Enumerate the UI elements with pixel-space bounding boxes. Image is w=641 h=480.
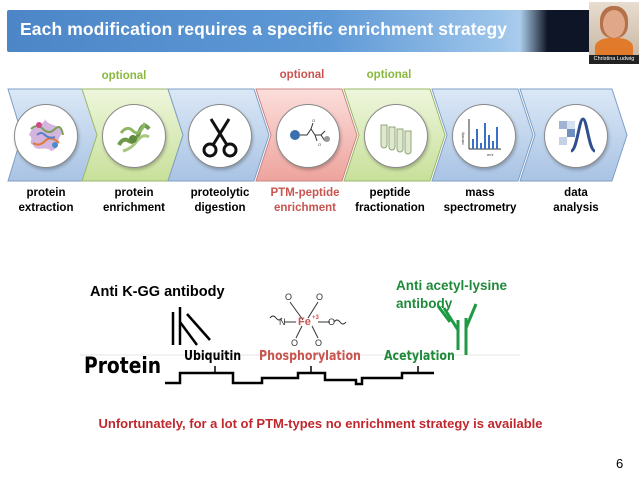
step-label-line1: protein xyxy=(26,187,66,199)
step-proteolytic-digestion: proteolytic digestion xyxy=(174,186,266,216)
webcam-name-label: Christina Ludwig xyxy=(589,55,639,64)
oxygen-label-5: O xyxy=(315,338,322,348)
protein-ribbon-icon xyxy=(102,104,166,168)
oxygen-label-4: O xyxy=(291,338,298,348)
step-peptide-fractionation: peptide fractionation xyxy=(344,186,436,216)
protein-structure-icon xyxy=(14,104,78,168)
slide-title: Each modification requires a specific en… xyxy=(20,19,508,39)
svg-text:O: O xyxy=(312,118,315,123)
spectrum-icon: m/z intensity xyxy=(452,104,516,168)
step-mass-spectrometry: mass spectrometry xyxy=(434,186,526,216)
optional-label-ptm-enrichment: optional xyxy=(279,69,325,81)
page-number: 6 xyxy=(616,456,624,471)
protein-backbone xyxy=(165,371,434,386)
title-bar-dark-fade xyxy=(520,10,589,52)
step-label-line1: protein xyxy=(114,187,154,199)
protein-label: Protein xyxy=(84,354,162,379)
tubes-icon xyxy=(364,104,428,168)
acetylation-label: Acetylation xyxy=(384,349,455,364)
step-label-line2: enrichment xyxy=(103,202,165,214)
step-data-analysis: data analysis xyxy=(530,186,622,216)
scissors-icon xyxy=(188,104,252,168)
step-label-line2: spectrometry xyxy=(443,202,517,214)
fe-complex-icon xyxy=(269,301,347,339)
presenter-face xyxy=(603,10,625,38)
step-label-line2: analysis xyxy=(553,202,599,214)
step-protein-extraction: protein extraction xyxy=(0,186,92,216)
chemical-bead-icon: O O xyxy=(276,104,340,168)
step-label-line2: fractionation xyxy=(355,202,425,214)
oxygen-label-2: O xyxy=(316,292,323,302)
step-label-line1: proteolytic xyxy=(190,187,250,199)
presenter-shirt xyxy=(595,38,633,60)
step-ptm-peptide-enrichment: PTM-peptide enrichment xyxy=(252,186,358,216)
oxygen-label-1: O xyxy=(285,292,292,302)
webcam-video-thumbnail[interactable]: Christina Ludwig xyxy=(589,2,639,64)
step-label-line2: enrichment xyxy=(274,202,336,214)
spectrum-x-axis-label: m/z xyxy=(487,152,493,157)
footer-note: Unfortunately, for a lot of PTM-types no… xyxy=(98,416,543,431)
fe-charge-label: +3 xyxy=(312,315,320,321)
optional-label-protein-enrichment: optional xyxy=(101,70,147,82)
step-label-line1: data xyxy=(564,187,588,199)
phosphorylation-label: Phosphorylation xyxy=(259,349,361,364)
anti-kgg-antibody-label: Anti K-GG antibody xyxy=(90,284,225,300)
anti-acetyl-line1: Anti acetyl-lysine xyxy=(396,278,508,293)
fe-label: Fe xyxy=(298,316,311,328)
step-label-line1: mass xyxy=(465,187,495,199)
ubiquitin-label: Ubiquitin xyxy=(184,349,242,364)
spectrum-y-axis-label: intensity xyxy=(461,132,465,145)
step-label-line2: digestion xyxy=(194,202,246,214)
optional-label-peptide-fractionation: optional xyxy=(366,69,412,81)
kgg-antibody-icon xyxy=(171,307,211,346)
title-bar xyxy=(7,10,589,52)
acetyl-antibody-icon xyxy=(436,303,478,355)
step-label-line1: peptide xyxy=(369,187,411,199)
svg-text:O: O xyxy=(318,142,321,147)
nitrogen-label: N xyxy=(279,317,286,327)
step-label-line2: extraction xyxy=(18,202,74,214)
data-peak-icon xyxy=(544,104,608,168)
oxygen-label-3: O xyxy=(328,317,335,327)
step-label-line1: PTM-peptide xyxy=(270,187,340,199)
step-protein-enrichment: protein enrichment xyxy=(88,186,180,216)
